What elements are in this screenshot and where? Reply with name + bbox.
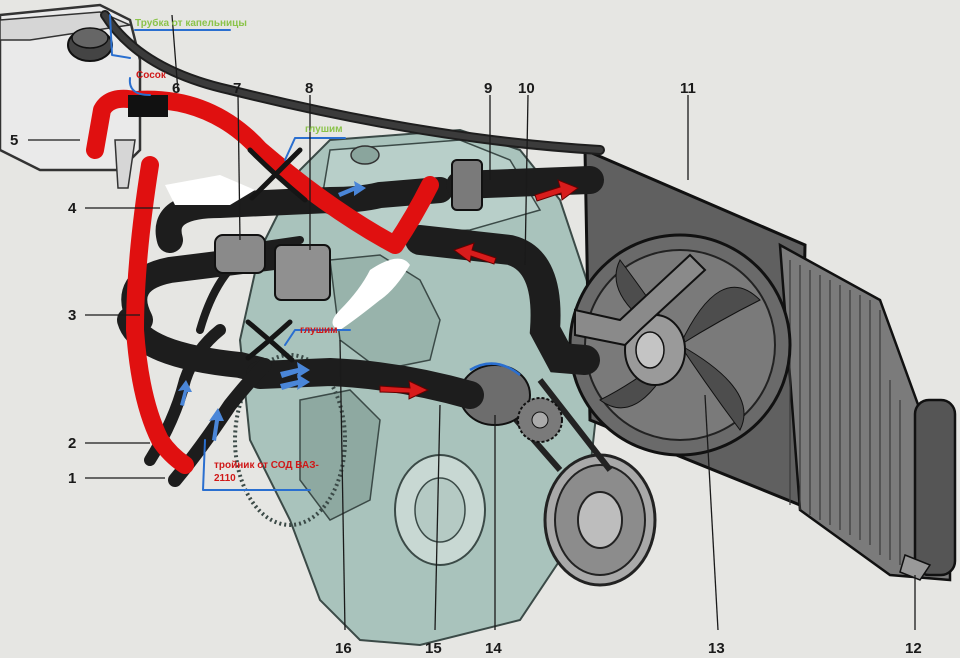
handwritten-notes: Трубка от капельницы Сосок глушим глушим… [135, 17, 343, 484]
electric-fan [568, 233, 792, 457]
water-pump [459, 362, 563, 443]
note-drip-tube: Трубка от капельницы [135, 17, 247, 29]
crank-pulley [543, 453, 657, 587]
callout-6: 6 [172, 80, 180, 97]
callout-5: 5 [10, 132, 18, 149]
flow-arrows [379, 179, 580, 400]
red-marker-upper [86, 89, 439, 254]
callout-4: 4 [68, 200, 77, 217]
callout-13: 13 [708, 640, 725, 657]
callout-14: 14 [485, 640, 502, 657]
callout-numbers: 1 2 3 4 5 6 7 8 9 10 11 12 13 14 15 16 [10, 80, 922, 657]
plug-cross-mid [245, 319, 295, 363]
callout-10: 10 [518, 80, 535, 97]
nipple-fitting [128, 95, 168, 117]
callout-3: 3 [68, 307, 76, 324]
callout-8: 8 [305, 80, 313, 97]
coolant-return-arrows [178, 181, 366, 441]
thermostat [214, 234, 266, 274]
note-plug-mid: глушим [300, 325, 338, 336]
callout-15: 15 [425, 640, 442, 657]
callout-1: 1 [68, 470, 76, 487]
throttle-heater-fitting [451, 159, 483, 211]
note-plug-top: глушим [305, 124, 343, 135]
coolant-outlet-flange [274, 244, 331, 301]
erased-area [332, 258, 410, 330]
callout-11: 11 [680, 80, 696, 97]
callout-12: 12 [905, 640, 922, 657]
leader-lines [28, 14, 916, 631]
hand-markup [86, 14, 439, 491]
plug-cross-top [247, 147, 308, 203]
note-nipple: Сосок [136, 70, 167, 81]
callout-16: 16 [335, 640, 352, 657]
note-tee-line1: тройник от СОД ВАЗ- [214, 460, 319, 471]
callout-9: 9 [484, 80, 492, 97]
red-marker-lower [126, 156, 194, 474]
note-tee-line2: 2110 [214, 473, 236, 484]
callout-2: 2 [68, 435, 76, 452]
callout-7: 7 [233, 80, 241, 97]
